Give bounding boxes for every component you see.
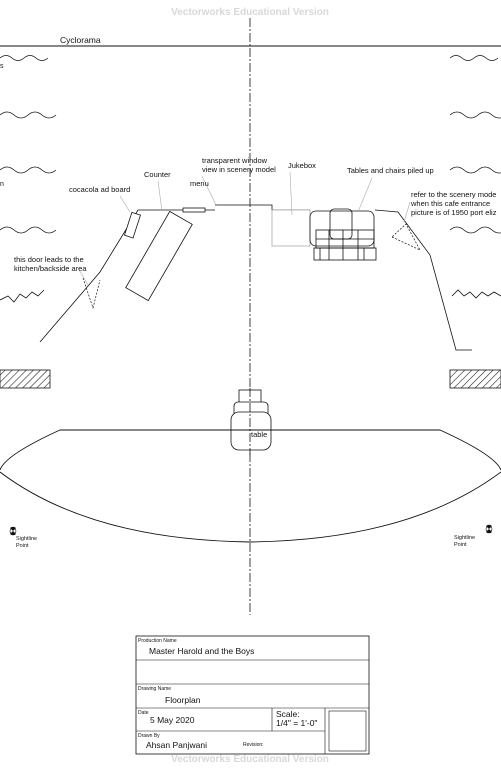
tb-date: 5 May 2020: [150, 715, 195, 725]
watermark-bottom: Vectorworks Educational Version: [171, 754, 329, 765]
label-counter: Counter: [144, 170, 171, 179]
tables-chairs-pile: [309, 208, 377, 261]
edge-label-s: s: [0, 63, 4, 70]
door-right: [391, 223, 421, 251]
label-sightline-right-2: Point: [454, 542, 467, 548]
jagged-wall-right: [451, 289, 501, 299]
tb-date-label: Date: [138, 710, 149, 716]
stage-apron: [0, 429, 501, 543]
label-sightline-left-2: Point: [16, 543, 29, 549]
tb-drawn-by-label: Drawn By: [138, 733, 160, 739]
downstage-table: [230, 389, 272, 451]
set-wall-back: [215, 204, 310, 211]
label-transparent-window-1: transparent window: [202, 156, 268, 165]
sightline-icon-right: [485, 524, 493, 534]
menu-board: [182, 207, 206, 213]
counter: [125, 210, 193, 302]
title-block-stamp-box: [328, 710, 367, 752]
label-refer-2: when this cafe entrance: [410, 199, 490, 208]
hatched-block-right: [449, 369, 501, 389]
hatched-block-left: [0, 369, 51, 389]
tb-revision-label: Revision:: [243, 742, 264, 748]
tb-scale: 1/4" = 1'-0": [276, 718, 317, 728]
label-tables-chairs: Tables and chairs piled up: [347, 166, 434, 175]
label-refer-1: refer to the scenery mode: [411, 190, 496, 199]
tb-drawing-name-label: Drawing Name: [138, 686, 171, 692]
set-wall-right: [374, 209, 472, 351]
label-door-2: kitchen/backside area: [14, 264, 87, 273]
edge-label-n: n: [0, 181, 4, 188]
tb-drawn-by: Ahsan Panjwani: [146, 740, 207, 750]
jukebox: [271, 209, 311, 247]
set-wall-left: [39, 209, 215, 343]
sightline-icon-left: [9, 526, 17, 536]
label-jukebox: Jukebox: [288, 161, 316, 170]
jagged-wall-left: [0, 289, 45, 303]
cyclorama-label: Cyclorama: [60, 35, 101, 45]
border-waves-left: [0, 55, 57, 234]
label-menu: menu: [190, 179, 209, 188]
title-block: [135, 635, 370, 755]
label-door-1: this door leads to the: [14, 255, 84, 264]
tb-production-name: Master Harold and the Boys: [149, 646, 254, 656]
watermark-top: Vectorworks Educational Version: [171, 7, 329, 18]
label-sightline-left-1: Sightline: [16, 536, 37, 542]
label-sightline-right-1: Sightline: [454, 535, 475, 541]
tb-scale-label: Scale:: [276, 709, 300, 719]
border-waves-right: [449, 55, 501, 234]
tb-production-name-label: Production Name: [138, 638, 177, 644]
label-table: table: [251, 430, 267, 439]
leader-lines: [77, 171, 411, 286]
door-left: [82, 277, 101, 310]
label-transparent-window-2: view in scenery model: [202, 165, 276, 174]
tb-drawing-name: Floorplan: [165, 695, 201, 705]
label-cocacola: cocacola ad board: [69, 185, 130, 194]
cocacola-board: [123, 211, 141, 239]
label-refer-3: picture is of 1950 port eliz: [411, 208, 497, 217]
